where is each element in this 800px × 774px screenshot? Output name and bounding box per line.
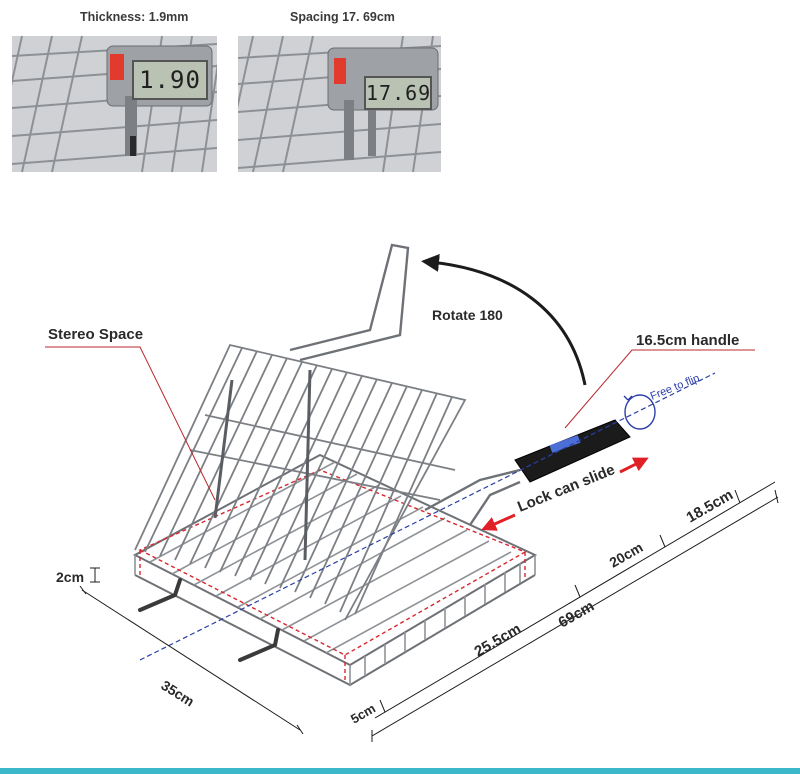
dimension-lines (79, 481, 779, 742)
stereo-leader-line (45, 346, 216, 501)
caliper-display-spacing: 17.69 (364, 76, 432, 110)
photo-caption-thickness: Thickness: 1.9mm (80, 10, 189, 24)
bottom-accent-bar (0, 768, 800, 774)
handle-leader-line (564, 349, 755, 429)
lid-handle-loop (289, 243, 410, 362)
handle-grip (514, 419, 631, 483)
rotate-arrow (421, 253, 587, 386)
dim-width: 35cm (158, 677, 197, 710)
handle-label: 16.5cm handle (636, 332, 739, 349)
spacing-photo: 17.69 (238, 36, 441, 172)
dim-height: 2cm (56, 569, 84, 585)
caliper-display-thickness: 1.90 (132, 60, 208, 100)
dim-mid: 20cm (607, 539, 646, 571)
flip-axis-line (139, 372, 716, 661)
dim-margin: 5cm (348, 701, 378, 727)
free-flip-label: Free to flip (649, 372, 702, 403)
stereo-space-label: Stereo Space (48, 326, 143, 343)
photo-caption-spacing: Spacing 17. 69cm (290, 10, 395, 24)
thickness-photo: 1.90 (12, 36, 217, 172)
slide-arrow-right (619, 457, 649, 474)
basket-feet (138, 578, 280, 662)
basket-lid (134, 343, 467, 621)
handle-rod (424, 468, 521, 526)
slide-arrow-left (481, 513, 516, 531)
dim-total: 69cm (556, 598, 598, 632)
free-flip-icon (623, 394, 656, 430)
dim-basket: 25.5cm (472, 620, 525, 660)
stereo-space-outline (138, 469, 527, 680)
basket-bottom (132, 453, 538, 687)
rotate-label: Rotate 180 (432, 307, 503, 323)
